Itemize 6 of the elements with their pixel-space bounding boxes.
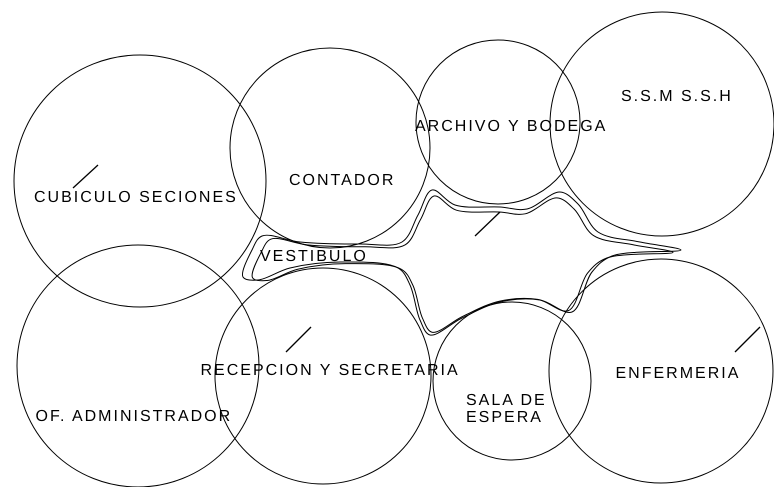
space-label: VESTIBULO — [260, 248, 369, 264]
space-label: SALA DE ESPERA — [466, 392, 548, 426]
space-label: S.S.M S.S.H — [621, 88, 733, 104]
space-label: CONTADOR — [289, 172, 396, 188]
space-label: ENFERMERIA — [616, 364, 740, 382]
space-label: CUBICULO SECIONES — [34, 188, 238, 206]
